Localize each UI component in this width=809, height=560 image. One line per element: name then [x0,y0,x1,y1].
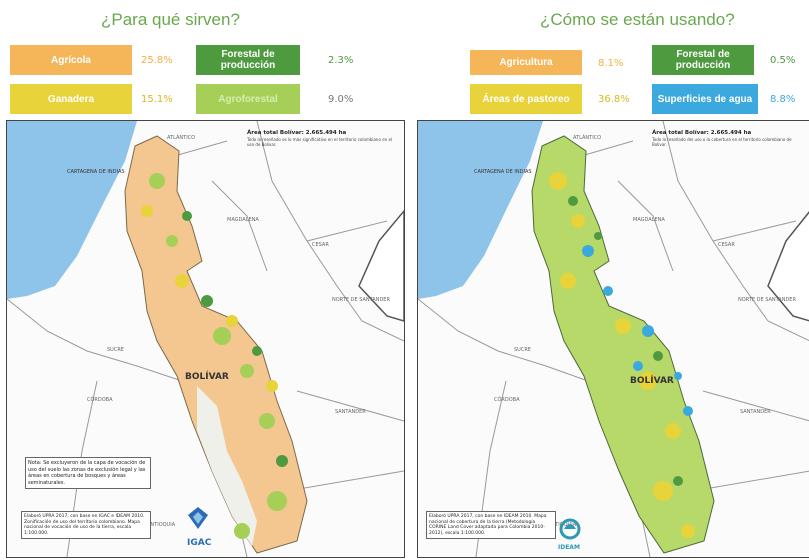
sea-area [7,121,137,299]
legend-chip-ganadera: Ganadera [10,84,132,114]
place-label-santander: SANTANDER [740,409,771,415]
place-label-atlantico: ATLÁNTICO [573,134,601,141]
forest-patches [568,196,683,486]
source-box: Elaboró UPRA 2017, con base en IGAC e ID… [21,511,151,539]
place-label-cesar: CESAR [312,242,329,248]
area-title: Área total Bolívar: 2.665.494 ha [652,129,752,136]
place-label-cesar: CESAR [718,242,735,248]
place-label-magdalena: MAGDALENA [227,217,259,223]
venezuela-border [767,211,809,322]
pastoreo-patches [549,172,695,538]
area-title: Área total Bolívar: 2.665.494 ha [247,129,347,136]
place-label-santander: SANTANDER [335,409,366,415]
map-source: Elaboró UPRA 2017, con base en IGAC e ID… [21,511,151,539]
legend-value-forestal-produccion: 0.5% [770,54,796,66]
source-box: Elaboró UPRA 2017, con base en IDEAM 201… [426,511,556,539]
bolivar-department [531,135,715,554]
legend-chip-agricultura: Agricultura [470,50,582,75]
igac-text: IGAC [187,538,212,548]
left-panel-title: ¿Para qué sirven? [101,10,240,29]
area-caption-box: Todo lo reseñado del uso o la cobertura … [652,137,792,147]
legend-value-ganadera: 15.1% [141,93,173,105]
legend-value-areas-pastoreo: 36.8% [598,93,630,105]
legend-chip-forestal-produccion: Forestal de producción [652,45,754,75]
ideam-logo: IDEAM [558,518,581,551]
map-note: Nota: Se excluyeron de la capa de vocaci… [25,457,151,489]
place-label-norte-santander: NORTE DE SANTANDER [738,297,796,303]
legend-value-agroforestal: 9.0% [328,93,354,105]
place-label-cordoba: CÓRDOBA [87,396,113,403]
legend-chip-agroforestal: Agroforestal [196,84,300,114]
legend-chip-forestal: Forestal de producción [196,45,300,75]
place-label-cartagena: CARTAGENA DE INDIAS [67,169,125,175]
legend-value-superficies-agua: 8.8% [770,93,796,105]
legend-value-agricultura: 8.1% [598,57,624,69]
ganadera-patches [141,205,278,392]
place-label-atlantico: ATLÁNTICO [167,134,195,141]
legend-value-forestal: 2.3% [328,54,354,66]
place-label-magdalena: MAGDALENA [633,217,665,223]
area-caption-box: Todo lo reseñado es lo más significativo… [247,137,393,147]
right-panel-title: ¿Cómo se están usando? [540,10,735,29]
map-source: Elaboró UPRA 2017, con base en IDEAM 201… [426,511,556,539]
bolivar-label: BOLÍVAR [630,374,674,386]
right-map-svg: BOLÍVAR CARTAGENA DE INDIAS ATLÁNTICO MA… [418,121,809,557]
legend-chip-areas-pastoreo: Áreas de pastoreo [470,84,582,114]
place-label-antioquia: ANTIOQUIA [147,522,176,528]
place-label-sucre: SUCRE [514,347,531,353]
legend-value-agricola: 25.8% [141,54,173,66]
place-label-norte-santander: NORTE DE SANTANDER [332,297,390,303]
place-label-sucre: SUCRE [107,347,124,353]
right-map: BOLÍVAR CARTAGENA DE INDIAS ATLÁNTICO MA… [417,120,809,558]
igac-logo: IGAC [187,507,212,548]
area-caption: Todo lo reseñado es lo más significativo… [247,137,393,147]
white-zone [197,386,257,546]
left-map-svg: BOLÍVAR CARTAGENA DE INDIAS ATLÁNTICO MA… [7,121,404,557]
area-caption: Todo lo reseñado del uso o la cobertura … [652,137,792,147]
agroforestal-patches [149,173,287,539]
legend-chip-agricola: Agrícola [10,45,132,75]
sea-area [418,121,543,299]
legend-chip-superficies-agua: Superficies de agua [652,84,758,114]
water-patches [582,245,693,416]
bolivar-label: BOLÍVAR [185,370,229,382]
venezuela-border [358,209,404,322]
left-map: BOLÍVAR CARTAGENA DE INDIAS ATLÁNTICO MA… [6,120,405,558]
place-label-cordoba: CÓRDOBA [494,396,520,403]
forestal-patches [182,211,288,467]
place-label-cartagena: CARTAGENA DE INDIAS [474,169,532,175]
ideam-text: IDEAM [558,544,580,551]
note-box: Nota: Se excluyeron de la capa de vocaci… [25,457,151,489]
partial-header [0,0,809,8]
